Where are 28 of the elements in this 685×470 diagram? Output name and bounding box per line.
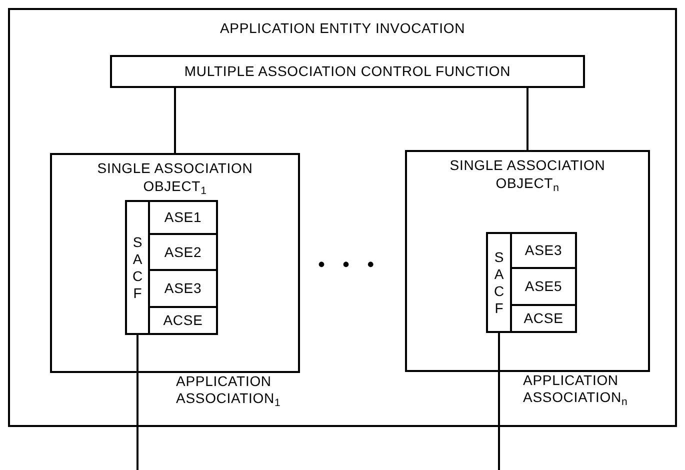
node-label: SINGLE ASSOCIATION OBJECT$_{1}$	[97, 160, 253, 194]
node-label: MULTIPLE ASSOCIATION CONTROL FUNCTION	[184, 62, 511, 81]
node-label: SACF	[131, 234, 144, 302]
association-label: APPLICATION ASSOCIATION$_{1}$	[176, 373, 282, 407]
connector-line	[498, 333, 500, 470]
node-label: ASE1	[164, 208, 202, 227]
node-label: SINGLE ASSOCIATION OBJECT$_{n}$	[450, 157, 606, 191]
element-box	[148, 306, 218, 335]
control-column	[486, 232, 512, 333]
association-label: APPLICATION ASSOCIATION$_{n}$	[523, 372, 629, 406]
node-label: ASE5	[524, 277, 562, 296]
ellipsis-label: • • •	[318, 253, 380, 278]
node-label: ACSE	[524, 309, 564, 328]
element-box	[510, 232, 577, 269]
connector-line	[526, 88, 528, 150]
node-label: ASE2	[164, 242, 202, 262]
control-column	[125, 200, 150, 335]
node-label: ASE3	[524, 241, 562, 260]
entity-frame	[8, 8, 677, 427]
node-label: ASE3	[164, 279, 202, 298]
element-box	[148, 200, 218, 235]
node-label: APPLICATION ENTITY INVOCATION	[220, 20, 466, 36]
node-label: ACSE	[163, 311, 203, 330]
function-box	[110, 55, 585, 88]
node-label: SACF	[492, 248, 506, 316]
connector-line	[136, 335, 138, 470]
connector-line	[174, 88, 176, 153]
element-box	[510, 304, 577, 333]
